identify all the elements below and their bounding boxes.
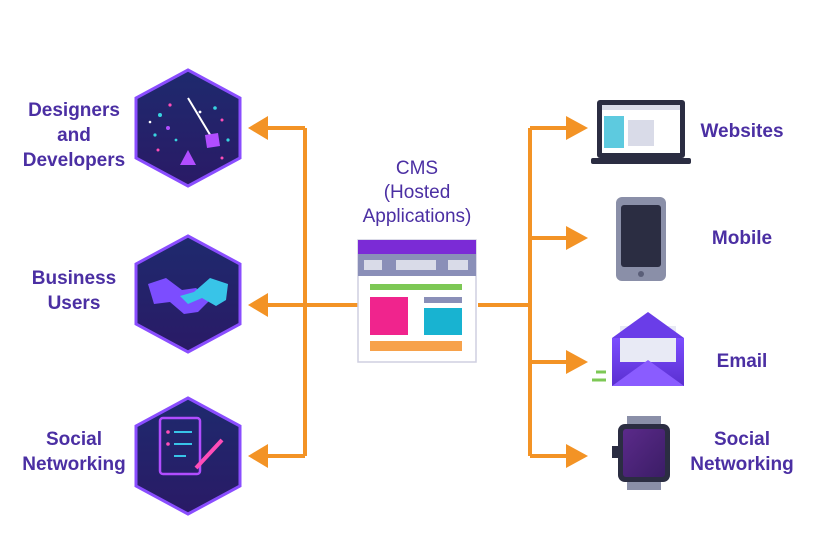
label-business-users: Business Users — [10, 266, 138, 316]
smartphone-icon — [616, 197, 666, 281]
label-line: Developers — [22, 150, 126, 171]
cms-window-icon — [357, 239, 477, 363]
arrow-to-business — [248, 293, 268, 317]
label-line: Users — [47, 293, 101, 314]
arrow-to-websites — [566, 116, 588, 140]
label-designers-developers: Designers and Developers — [10, 98, 138, 173]
label-social-networking-right: Social Networking — [684, 427, 800, 477]
left-connector — [262, 126, 360, 458]
label-line: Mobile — [711, 228, 773, 249]
arrow-to-email — [566, 350, 588, 374]
label-line: Networking — [22, 454, 126, 475]
smartwatch-icon — [612, 416, 670, 490]
checklist-pen-icon — [134, 396, 242, 516]
label-line: Websites — [700, 121, 784, 142]
laptop-icon — [591, 100, 691, 164]
label-websites: Websites — [690, 119, 794, 144]
cms-title-line-3: Applications) — [362, 206, 472, 227]
arrow-to-mobile — [566, 226, 588, 250]
design-network-icon — [134, 68, 242, 188]
label-social-networking-left: Social Networking — [10, 427, 138, 477]
handshake-icon — [134, 234, 242, 354]
envelope-icon — [592, 312, 684, 386]
label-line: Designers — [28, 100, 120, 121]
label-mobile: Mobile — [690, 226, 794, 251]
label-email: Email — [690, 349, 794, 374]
arrow-to-social-right — [566, 444, 588, 468]
arrow-to-social-left — [248, 444, 268, 468]
right-connector — [478, 126, 570, 458]
label-line: Social — [714, 429, 770, 450]
label-line: Social — [46, 429, 102, 450]
label-line: and — [57, 125, 91, 146]
arrow-to-designers — [248, 116, 268, 140]
label-line: Business — [31, 268, 117, 289]
label-line: Email — [716, 351, 768, 372]
cms-title-line-2: (Hosted — [383, 182, 451, 203]
label-line: Networking — [690, 454, 794, 475]
cms-title-line-1: CMS — [395, 158, 439, 179]
cms-title: CMS (Hosted Applications) — [337, 157, 497, 229]
